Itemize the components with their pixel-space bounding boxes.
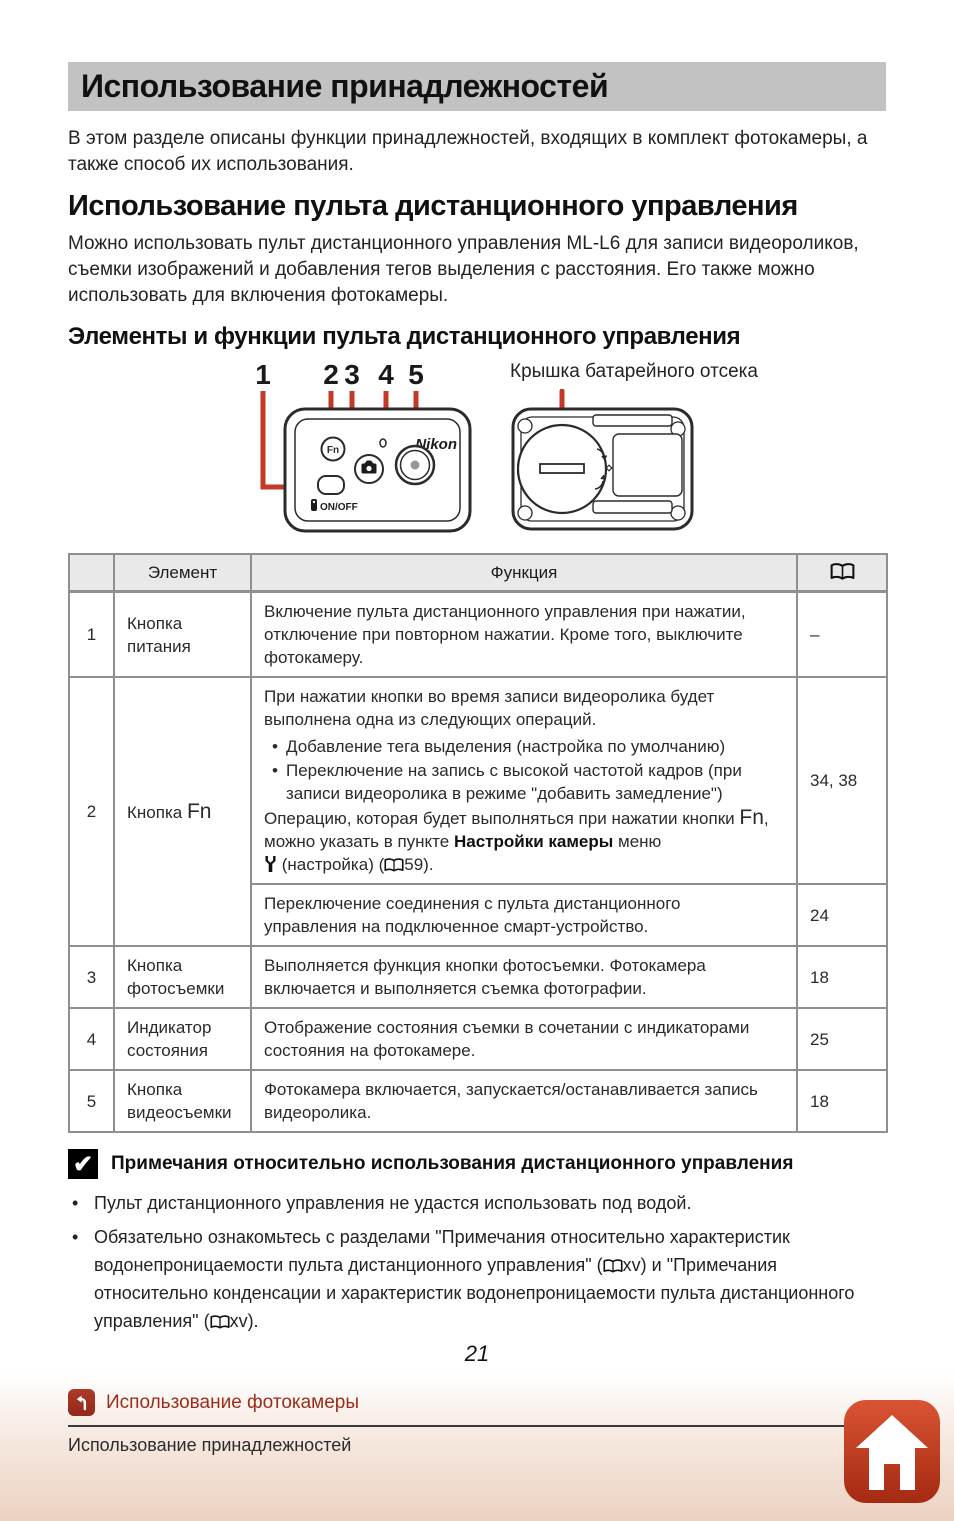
power-button [317,475,345,495]
row-ref: 18 [796,945,888,1009]
row-num: 5 [68,1069,115,1133]
callout-2: 2 [323,359,339,390]
row-ref: 25 [796,1007,888,1071]
row-ref: – [796,590,888,678]
section-title: Использование пульта дистанционного упра… [68,190,798,222]
book-ref-icon [384,858,404,872]
row-ref: 24 [796,883,888,947]
row-function: При нажатии кнопки во время записи видео… [250,676,798,885]
status-indicator [379,438,387,448]
callout-4: 4 [378,359,394,390]
row-function: Отображение состояния съемки в сочетании… [250,1007,798,1071]
header-num [68,553,115,593]
lock-unlock-marks [594,448,613,490]
fn-button-glyph: Fn [186,799,212,823]
function-bullet: •Переключение на запись с высокой частот… [272,761,742,803]
remote-diagram-area: 1 2 3 4 5 Fn Nikon [68,359,886,545]
table-row: 2 Кнопка Fn При нажатии кнопки во время … [68,676,888,947]
battery-bar-top [592,414,673,427]
remote-front-diagram: 1 2 3 4 5 Fn Nikon [255,359,472,533]
notes-title: Примечания относительно использования ди… [111,1153,794,1174]
row-element: Кнопка Fn [113,676,252,947]
remote-glyph-icon [311,499,317,511]
footer: Использование фотокамеры Использование п… [0,1373,954,1521]
note-check-icon: ✔ [68,1149,98,1179]
book-ref-icon [210,1315,230,1329]
footer-divider [68,1425,886,1427]
table-row: 1 Кнопка питания Включение пульта дистан… [68,590,888,678]
fn-button-glyph: Fn [739,806,764,829]
row-element: Кнопка питания [113,590,252,678]
row-ref: 18 [796,1069,888,1133]
book-ref-icon [603,1259,623,1273]
row-function: Включение пульта дистанционного управлен… [250,590,798,678]
page-content: Использование принадлежностей В этом раз… [68,62,888,1335]
header-ref [796,553,888,593]
table-header-row: Элемент Функция [68,553,888,593]
subsection-title: Элементы и функции пульта дистанционного… [68,323,741,350]
callout-1: 1 [255,359,271,390]
remote-functions-table: Элемент Функция 1 Кнопка питания Включен… [68,553,888,1133]
battery-cover-slot [539,463,585,474]
home-icon [856,1415,928,1490]
video-button-dot [410,460,420,470]
row-element: Индикатор состояния [113,1007,252,1071]
note-item: •Пульт дистанционного управления не удас… [72,1193,692,1213]
table-subrow: Переключение соединения с пульта дистанц… [69,883,888,947]
row-function: Переключение соединения с пульта дистанц… [250,883,798,947]
row-element: Кнопка фотосъемки [113,945,252,1009]
battery-holder [612,433,683,497]
fn-button [320,436,346,462]
breadcrumb: Использование принадлежностей [68,1435,352,1455]
back-link-label: Использование фотокамеры [106,1391,360,1413]
page-title: Использование принадлежностей [81,68,609,104]
note-item: •Обязательно ознакомьтесь с разделами "П… [72,1227,855,1331]
screw-bottom-right [670,505,686,521]
back-link[interactable]: Использование фотокамеры [68,1389,359,1416]
notes-section: ✔ Примечания относительно использования … [68,1149,886,1335]
back-arrow-icon [68,1389,95,1416]
row-function: Фотокамера включается, запускается/остан… [250,1069,798,1133]
chapter-title-bar: Использование принадлежностей [68,62,886,111]
table-row: 4 Индикатор состояния Отображение состоя… [68,1007,888,1071]
screw-top-left [517,418,533,434]
table-row: 3 Кнопка фотосъемки Выполняется функция … [68,945,888,1009]
callout-5: 5 [408,359,424,390]
row-ref: 34, 38 [796,676,888,885]
page-number: 21 [464,1341,490,1366]
book-ref-icon [830,563,854,580]
battery-cover-diagram [511,389,694,531]
menu-item-name: Настройки камеры [453,832,614,851]
battery-cover-label: Крышка батарейного отсека [510,361,758,382]
function-bullet: •Добавление тега выделения (настройка по… [272,737,726,756]
row-element: Кнопка видеосъемки [113,1069,252,1133]
camera-icon [361,460,377,474]
section-paragraph: Можно использовать пульт дистанционного … [68,233,859,306]
callout-3: 3 [344,359,360,390]
row-num: 4 [68,1007,115,1071]
row-function: Выполняется функция кнопки фотосъемки. Ф… [250,945,798,1009]
header-function: Функция [250,553,798,593]
battery-bar-bottom [592,500,673,514]
table-row: 5 Кнопка видеосъемки Фотокамера включает… [68,1069,888,1133]
screw-bottom-left [517,505,533,521]
intro-paragraph: В этом разделе описаны функции принадлеж… [68,128,868,175]
row-num: 1 [68,590,115,678]
home-button[interactable] [844,1400,940,1503]
fn-button-label: Fn [327,445,339,456]
onoff-label: ON/OFF [320,502,358,513]
row-num: 3 [68,945,115,1009]
function-intro: При нажатии кнопки во время записи видео… [264,687,715,729]
function-detail: Операцию, которая будет выполняться при … [264,806,769,874]
setup-menu-icon [265,856,276,872]
row-num: 2 [68,676,115,947]
header-element: Элемент [113,553,252,593]
